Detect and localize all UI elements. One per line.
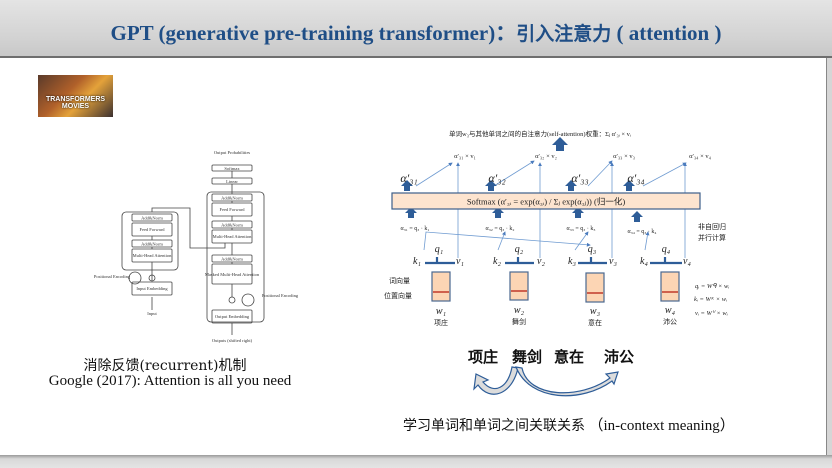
transformer-architecture-diagram: Output Probabilities Softmax Linear Add&…	[94, 150, 299, 343]
input-label: Input	[147, 311, 157, 316]
query-label: q₁	[435, 244, 443, 255]
positional-encoding-label: Positional Encoding	[262, 293, 299, 298]
value-formula: vᵢ = Wⱽ × wᵢ	[695, 310, 728, 317]
alpha-prime-label: α′₃₃	[571, 171, 588, 185]
add-norm-block: Add&Norm	[221, 257, 243, 262]
weighted-value-label: α′₃₄ × v₄	[689, 153, 712, 160]
title-en: GPT (generative pre-training transformer…	[110, 21, 517, 45]
multi-head-block: Multi-Head Attention	[133, 253, 173, 258]
word-vector-box	[431, 271, 451, 302]
key-label: k₁	[413, 256, 421, 267]
weighted-value-label: α′₃₁ × v₁	[454, 153, 476, 160]
word-vector-label: 词向量	[389, 276, 410, 285]
title-paren: ( attention )	[616, 21, 722, 45]
slide-edge	[826, 58, 832, 455]
key-formula: kᵢ = Wᴷ × wᵢ	[694, 296, 727, 303]
outputs-shifted-label: Outputs (shifted right)	[212, 338, 253, 343]
caption-cn: 学习单词和单词之间关联关系	[403, 418, 585, 434]
slide-title: GPT (generative pre-training transformer…	[0, 17, 832, 47]
softmax-formula: Softmax (α′₃ᵢ = exp(α₃ᵢ) / Σⱼ exp(α₃ⱼ)) …	[467, 197, 626, 207]
caption-en: （in-context meaning）	[588, 418, 735, 434]
alpha-prime-label: α′₃₄	[627, 171, 644, 185]
query-label: q₂	[515, 244, 524, 255]
title-cn: 引入注意力	[516, 23, 612, 45]
add-norm-block: Add&Norm	[141, 242, 163, 247]
feed-forward-block: Feed Forward	[139, 227, 165, 232]
key-label: k₄	[640, 256, 648, 267]
parallel-compute-note: 并行计算	[698, 233, 726, 242]
word-label: w₄	[665, 305, 676, 316]
transformers-movie-image: TRANSFORMERS MOVIES	[38, 75, 113, 117]
token-label: 项庄	[434, 318, 448, 327]
bottom-caption: 学习单词和单词之间关联关系 （in-context meaning）	[403, 414, 735, 435]
non-autoregressive-note: 非自回归	[698, 222, 726, 231]
score-label: α₃₄ = q₃ · k₄	[628, 229, 657, 235]
word-label: w₁	[436, 306, 446, 317]
slide-footer	[0, 455, 832, 468]
word-vector-box	[509, 271, 529, 301]
position-vector-label: 位置向量	[384, 291, 412, 300]
softmax-box	[391, 192, 701, 210]
weighted-value-label: α′₃₂ × v₂	[535, 153, 557, 160]
word-vector-box	[660, 271, 680, 302]
value-label: v₂	[537, 256, 545, 267]
key-label: k₂	[493, 256, 501, 267]
value-label: v₃	[609, 256, 617, 267]
positional-encoding-label: Positional Encoding	[94, 274, 131, 279]
phrase-word: 舞剑	[512, 348, 543, 366]
score-label: α₃₂ = q₃ · k₂	[486, 226, 515, 232]
output-embedding-block: Output Embedding	[215, 314, 250, 319]
value-label: v₄	[683, 256, 691, 267]
feed-forward-block: Feed Forward	[219, 207, 245, 212]
token-label: 沛公	[663, 317, 677, 326]
movie-logo-text: TRANSFORMERS MOVIES	[45, 96, 106, 110]
phrase-word: 意在	[554, 348, 585, 366]
token-label: 舞剑	[512, 317, 526, 326]
linear-block: Linear	[226, 179, 238, 184]
value-label: v₁	[456, 256, 464, 267]
word-label: w₃	[590, 306, 601, 317]
add-norm-block: Add&Norm	[141, 216, 163, 221]
word-label: w₂	[514, 305, 525, 316]
query-label: q₄	[662, 244, 671, 255]
alpha-prime-label: α′₃₂	[488, 171, 505, 185]
query-label: q₃	[588, 244, 597, 255]
relation-arrows	[473, 366, 619, 397]
caption-no-recurrence: 消除反馈(recurrent)机制	[83, 358, 247, 374]
word-vector-box	[585, 272, 605, 303]
output-probabilities-label: Output Probabilities	[214, 150, 251, 155]
multi-head-block: Multi-Head Attention	[213, 234, 253, 239]
slide-header: GPT (generative pre-training transformer…	[0, 0, 832, 58]
add-norm-block: Add&Norm	[221, 196, 243, 201]
add-norm-block: Add&Norm	[221, 223, 243, 228]
masked-multi-head-block: Masked Multi-Head Attention	[205, 272, 260, 277]
query-formula: qᵢ = Wᑫ × wᵢ	[695, 283, 729, 290]
caption-google-paper: Google (2017): Attention is all you need	[48, 373, 292, 389]
phrase-word: 沛公	[604, 348, 635, 366]
score-label: α₃₁ = q₃ · k₁	[401, 226, 430, 232]
softmax-block: Softmax	[224, 166, 240, 171]
weighted-value-label: α′₃₃ × v₃	[613, 153, 635, 160]
score-label: α₃₃ = q₃ · k₃	[567, 226, 596, 232]
key-label: k₃	[568, 256, 576, 267]
alpha-prime-label: α′₃₁	[400, 171, 417, 185]
input-embedding-block: Input Embedding	[136, 286, 168, 291]
attention-weight-title: 单词w₃与其他单词之间的自注意力(self-attention)权重：Σⱼ α′…	[449, 129, 632, 138]
phrase-word: 项庄	[468, 348, 499, 366]
token-label: 意在	[588, 318, 602, 327]
